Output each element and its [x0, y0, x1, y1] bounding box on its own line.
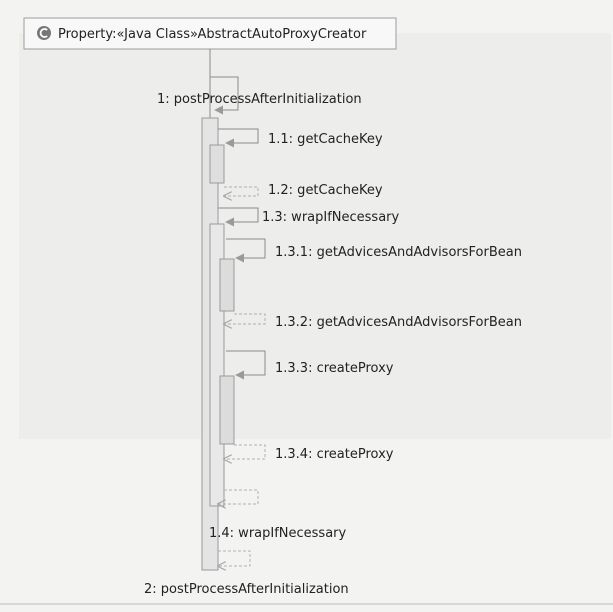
message-arrow-1-3-1: [226, 238, 266, 263]
message-arrow-1-2: [224, 186, 259, 196]
activation-bar-1-3-1: [219, 258, 235, 312]
message-label-1-3-3: 1.3.3: createProxy: [275, 361, 394, 376]
message-label-1-3-2: 1.3.2: getAdvicesAndAdvisorsForBean: [275, 315, 522, 330]
participant-header[interactable]: Property:«Java Class»AbstractAutoProxyCr…: [23, 17, 397, 50]
message-label-1-4: 1.4: wrapIfNecessary: [209, 526, 347, 541]
message-label-1-1: 1.1: getCacheKey: [268, 132, 383, 147]
message-label-1-2: 1.2: getCacheKey: [268, 183, 383, 198]
message-arrow-1-3: [218, 207, 259, 227]
activation-bar-1-1: [209, 144, 225, 184]
message-label-1-3-4: 1.3.4: createProxy: [275, 447, 394, 462]
message-label-1-3-1: 1.3.1: getAdvicesAndAdvisorsForBean: [275, 245, 522, 260]
message-label-2: 2: postProcessAfterInitialization: [144, 582, 349, 597]
page-texture: [19, 33, 611, 439]
message-arrow-1-4: [218, 489, 259, 504]
activation-bar-1-3-3: [219, 375, 235, 445]
participant-title: Property:«Java Class»AbstractAutoProxyCr…: [58, 27, 367, 42]
message-label-1: 1: postProcessAfterInitialization: [157, 92, 362, 107]
message-arrow-1: [210, 76, 239, 115]
message-arrow-1-1: [218, 128, 259, 148]
message-label-1-3: 1.3: wrapIfNecessary: [262, 210, 400, 225]
message-arrow-1-3-3: [226, 350, 266, 380]
message-arrow-2: [218, 550, 251, 566]
message-arrow-1-3-2: [224, 313, 266, 324]
class-c-icon: [37, 26, 51, 40]
message-arrow-1-3-4: [224, 444, 266, 459]
